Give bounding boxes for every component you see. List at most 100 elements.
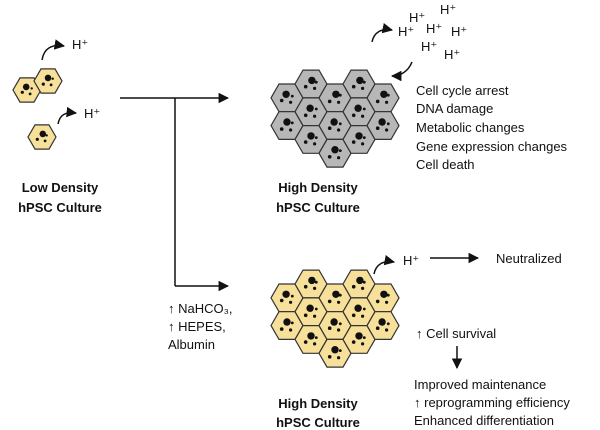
cell-nucleus [313, 114, 317, 118]
proton-label: H⁺ [409, 10, 425, 25]
cell-nucleus [386, 93, 390, 97]
cell-nucleus [351, 140, 356, 144]
cell-nucleus [338, 322, 342, 326]
cell-nucleus [313, 86, 317, 90]
cell-nucleus [378, 318, 386, 326]
cell-nucleus [386, 322, 390, 326]
cell [318, 338, 352, 368]
cell-nucleus [314, 107, 318, 111]
cell-nucleus [386, 293, 390, 297]
outcome-item: ↑ reprogramming efficiency [414, 395, 570, 410]
proton-label: H⁺ [84, 106, 100, 121]
proton-label: H⁺ [440, 2, 456, 17]
cell-nucleus [327, 99, 332, 104]
outcome-item: Enhanced differentiation [414, 413, 554, 428]
proton-label: H⁺ [421, 39, 437, 54]
neutralized-label: Neutralized [496, 251, 562, 266]
cell [318, 138, 352, 168]
cell-nucleus [313, 286, 317, 290]
cell-nucleus [362, 107, 366, 111]
treatment-item: ↑ HEPES, [168, 319, 226, 334]
high-density-top-label-sub: hPSC Culture [276, 200, 360, 215]
cell-nucleus [351, 113, 356, 118]
cell-nucleus [332, 90, 340, 99]
cell-nucleus [282, 290, 290, 298]
cell [27, 124, 57, 150]
cell-nucleus [362, 80, 366, 84]
cell-nucleus [22, 83, 30, 91]
cell-nucleus [289, 300, 293, 304]
proton-label: H⁺ [451, 24, 467, 39]
cell-nucleus [327, 355, 332, 359]
cell-nucleus [306, 104, 314, 112]
cell-nucleus [356, 76, 364, 85]
cell-nucleus [279, 98, 284, 103]
effect-item: Cell death [416, 157, 475, 172]
cell-nucleus [283, 118, 291, 126]
cell-nucleus [386, 122, 390, 126]
cell [294, 69, 328, 99]
outcome-item: Improved maintenance [414, 377, 546, 392]
low-density-label: Low Density [22, 180, 99, 195]
cell-nucleus [375, 99, 380, 104]
cell-nucleus [337, 356, 341, 360]
cell-nucleus [337, 156, 341, 160]
cell-nucleus [279, 298, 284, 303]
cell-nucleus [289, 100, 293, 104]
high-density-top-label: High Density [278, 180, 358, 195]
proton-label: H⁺ [403, 253, 419, 268]
cell-nucleus [283, 318, 291, 326]
cell [318, 83, 352, 113]
cell-nucleus [385, 100, 389, 104]
cell-nucleus [330, 318, 338, 326]
cell-nucleus [314, 336, 318, 339]
cell-nucleus [303, 113, 308, 118]
cell-nucleus [354, 304, 362, 312]
proton-release-arrow [371, 23, 394, 43]
cell-nucleus [385, 128, 389, 132]
cell [366, 111, 400, 140]
effect-item: DNA damage [416, 101, 493, 116]
cell-nucleus [290, 294, 294, 298]
cell-nucleus [279, 127, 284, 131]
cell-nucleus [44, 74, 52, 82]
proton-release-arrow [41, 39, 66, 61]
low-density-cell-cluster [12, 68, 63, 150]
cell-nucleus [303, 340, 308, 344]
cell-nucleus [30, 87, 33, 90]
cell-nucleus [351, 84, 356, 89]
cell-nucleus [385, 300, 389, 304]
cell-nucleus [307, 132, 315, 140]
cell-nucleus [314, 136, 318, 140]
high-density-bottom-label-sub: hPSC Culture [276, 415, 360, 430]
cell-nucleus [378, 118, 386, 126]
cell-survival-label: ↑ Cell survival [416, 326, 496, 341]
cell-nucleus [362, 136, 366, 140]
cell-nucleus [361, 86, 365, 90]
cell-nucleus [332, 290, 340, 298]
proton-release-arrow [57, 106, 78, 125]
cell [342, 325, 376, 354]
high-density-bottom-label: High Density [278, 396, 358, 411]
proton-label: H⁺ [444, 47, 460, 62]
cell [342, 97, 376, 127]
cell [33, 68, 63, 94]
cell [12, 77, 42, 103]
cell-nucleus [308, 276, 316, 285]
cell-nucleus [385, 328, 389, 332]
cell-nucleus [303, 284, 308, 289]
proton-label: H⁺ [398, 24, 414, 39]
cell-nucleus [361, 142, 365, 146]
effect-item: Metabolic changes [416, 120, 525, 135]
cell-nucleus [375, 126, 380, 130]
high-density-healthy-cell-cluster [270, 269, 400, 368]
cell-nucleus [303, 84, 308, 89]
cell-nucleus [351, 284, 356, 289]
cell-nucleus [362, 336, 366, 339]
cell-nucleus [327, 126, 332, 130]
cell-nucleus [361, 342, 365, 346]
cell [318, 311, 352, 340]
cell-nucleus [331, 346, 339, 354]
cell-nucleus [303, 140, 308, 144]
cell-nucleus [313, 342, 317, 346]
